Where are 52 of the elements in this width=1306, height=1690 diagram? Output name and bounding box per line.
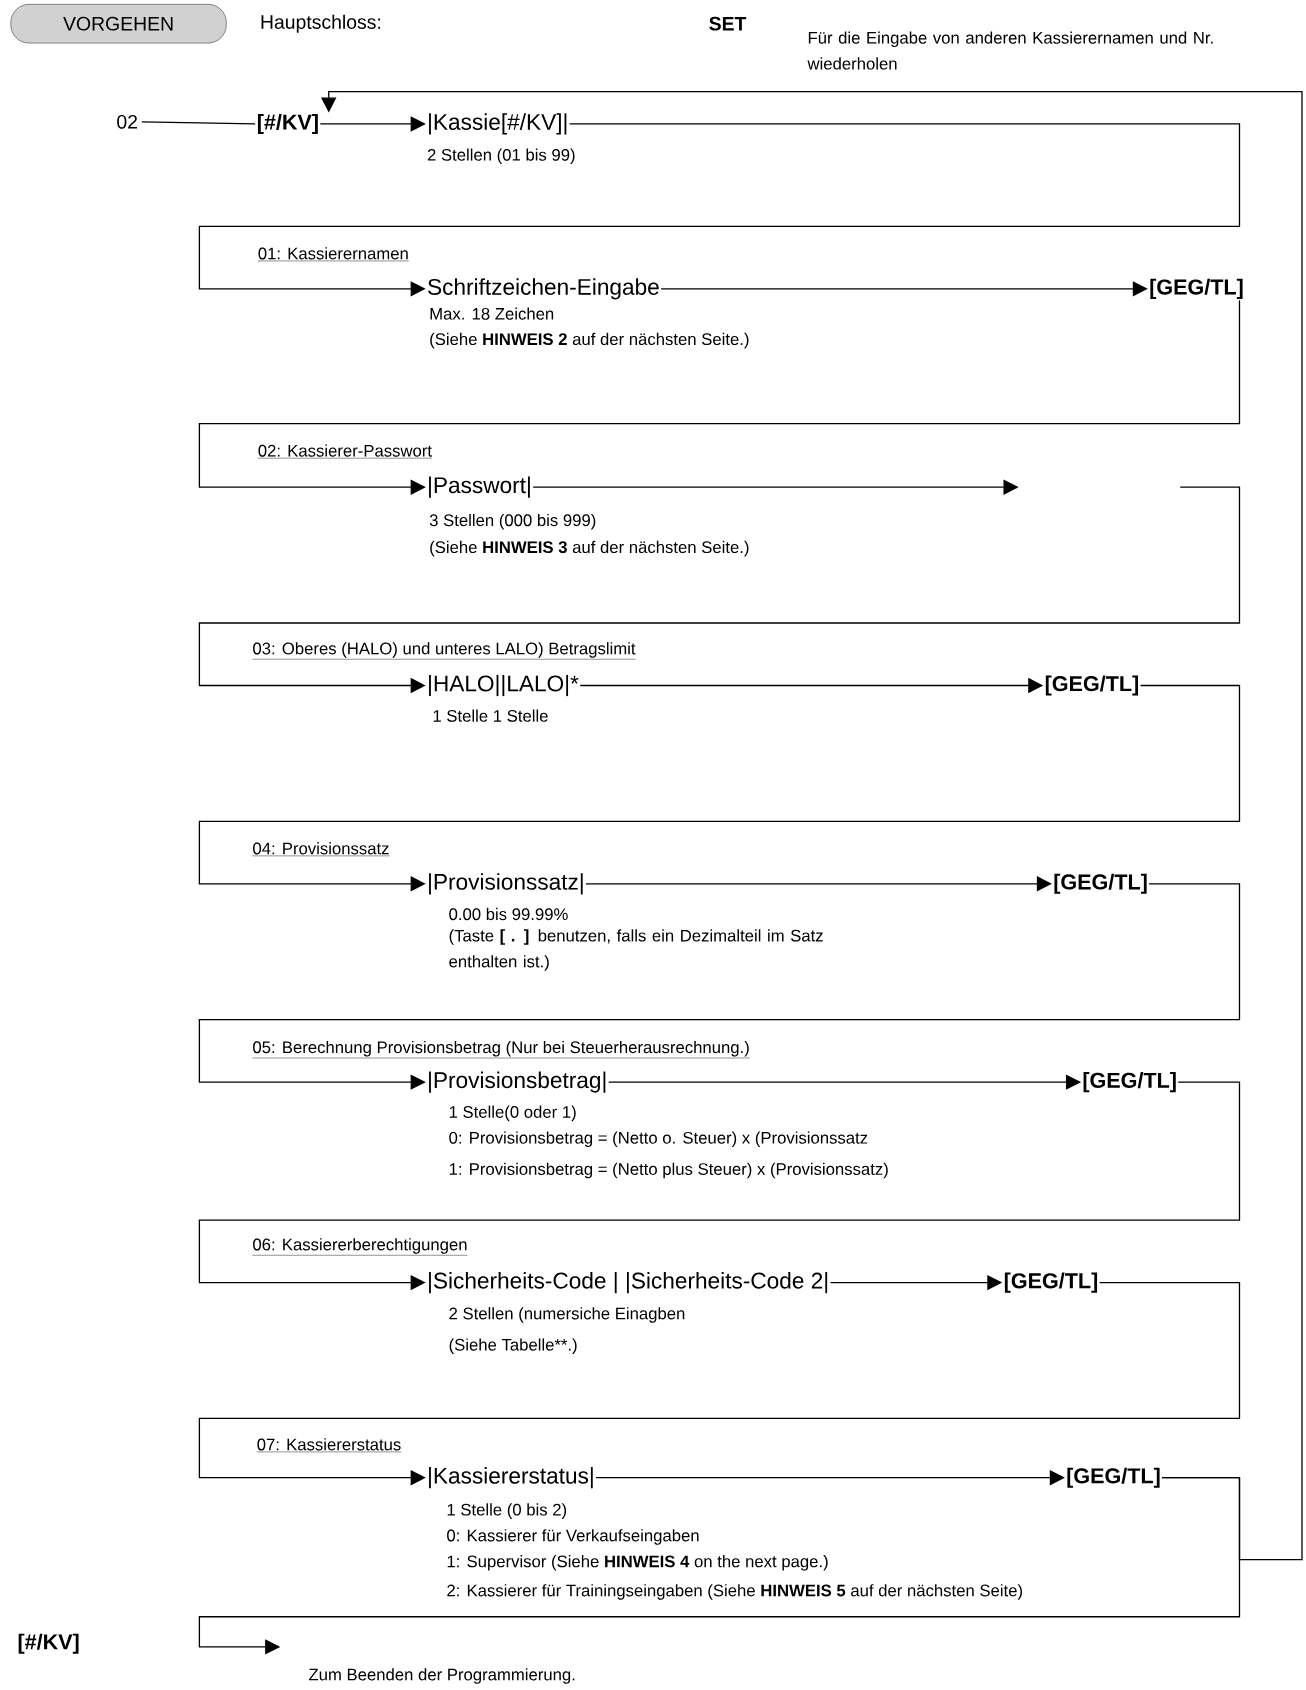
input-number: 02 [117,114,137,129]
field-note: 2: Kassierer für Trainingseingaben (Siehe HINWEIS 5 auf der nächsten Seite) [447,1584,1022,1600]
field-note: (Siehe Tabelle**.) [449,1338,577,1354]
section-heading: 04: Provisionssatz [251,841,391,858]
arrow [198,299,1240,495]
arrow [198,684,1240,892]
key-label: [GEG/TL] [1150,278,1243,299]
field-note: 1 Stelle(0 oder 1) [449,1105,576,1122]
input-field-label: |Sicherheits-Code | |Sicherheits-Code 2| [428,1272,827,1294]
field-note: (Siehe HINWEIS 3 auf der nächsten Seite.) [430,540,749,557]
section-heading: 06: Kassiererberechtigungen [251,1237,469,1257]
field-note: (Taste [ . ] benutzen, falls ein Dezimalteil im Satz enthalten ist.) [449,929,823,971]
key-label: [GEG/TL] [1083,1072,1176,1093]
field-note: 1: Supervisor (Siehe HINWEIS 4 on the next page.) [447,1555,828,1571]
arrow [198,123,1240,297]
field-note: 1 Stelle (0 bis 2) [447,1503,566,1519]
section-heading: 05: Berechnung Provisionsbetrag (Nur bei Steuerherausrechnung.) [251,1039,751,1060]
arrow [607,1074,1081,1090]
key-label: [GEG/TL] [1045,675,1138,696]
field-note: 0.00 bis 99.99% [449,907,568,921]
flow-line [141,121,256,125]
field-note: 2 Stellen (numersiche Einagben [449,1307,685,1323]
arrow [198,883,1240,1090]
key-label: SET [709,16,747,31]
mode-label: Hauptschloss: [261,14,380,33]
field-note: 3 Stellen (000 bis 999) [429,513,596,530]
field-note: (Siehe HINWEIS 2 auf der nächsten Seite.) [430,332,749,349]
input-field-label: |Kassie[#/KV]| [428,113,567,135]
key-label: [#/KV] [18,1633,79,1654]
note: Für die Eingabe von anderen Kassierernamen und Nr. wiederholen [807,31,1213,70]
field-note: 1 Stelle 1 Stelle [433,709,548,722]
field-note: 0: Provisionsbetrag = (Netto o. Steuer) x (Provisionssatz [449,1131,868,1148]
input-field-label: |Passwort| [428,476,530,498]
step-label: VORGEHEN [10,4,227,44]
key-label: [#/KV] [257,113,318,134]
input-field-label: |Provisionsbetrag| [428,1071,606,1093]
section-heading: 07: Kassiererstatus [255,1437,403,1454]
input-field-label: |Kassiererstatus| [428,1467,593,1489]
input-field-label: |Provisionssatz| [428,873,583,895]
key-label: [GEG/TL] [1004,1272,1097,1293]
field-note: 1: Provisionsbetrag = (Netto plus Steuer) x (Provisionssatz) [449,1162,888,1179]
section-heading: 03: Oberes (HALO) und unteres LALO) Betragslimit [251,641,637,661]
field-note: Max. 18 Zeichen [430,307,553,320]
field-note: 2 Stellen (01 bis 99) [427,148,575,165]
section-heading: 02: Kassierer-Passwort [256,443,433,460]
key-label: [GEG/TL] [1054,873,1147,894]
input-field-label: |HALO||LALO|* [428,674,579,697]
input-field-label: Schriftzeichen-Eingabe [427,278,659,300]
field-note: 0: Kassierer für Verkaufseingaben [446,1529,699,1545]
note: Zum Beenden der Programmierung. [308,1668,575,1684]
key-label: [GEG/TL] [1067,1467,1160,1488]
section-heading: 01: Kassierernamen [256,246,410,263]
